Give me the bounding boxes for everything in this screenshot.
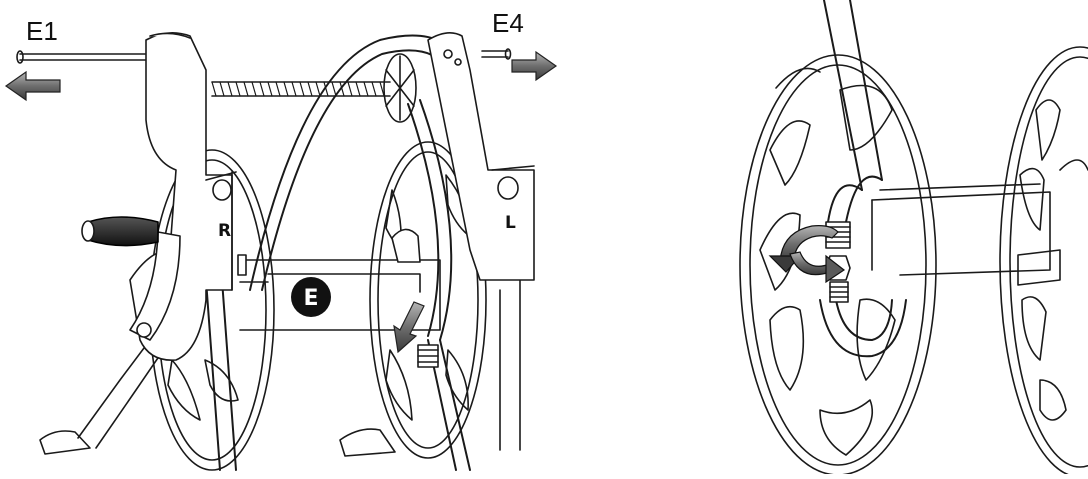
detail-wheel-right xyxy=(999,46,1088,478)
guide-spool xyxy=(383,53,417,123)
stand-legs xyxy=(39,279,521,457)
pull-arrow-right-icon xyxy=(511,50,558,82)
frame-left xyxy=(427,32,535,281)
hose-connector-left xyxy=(391,228,439,368)
left-panel xyxy=(16,32,535,471)
rotate-arrow-tighten-head-icon xyxy=(825,254,846,284)
rotate-arrow-tighten-icon xyxy=(789,251,831,276)
crank-handle xyxy=(81,216,181,341)
detail-axle xyxy=(871,183,1051,276)
step-badge-text: E xyxy=(303,286,318,311)
frame-left-letter: L xyxy=(505,213,516,233)
pin-e4 xyxy=(481,48,512,60)
step-badge: E xyxy=(291,277,331,317)
pull-arrow-left-icon xyxy=(4,70,61,102)
main-axle xyxy=(239,259,441,331)
hose xyxy=(205,34,471,471)
detail-hose xyxy=(819,0,907,358)
push-arrow-down-icon xyxy=(393,301,425,354)
label-pin-e1: E1 xyxy=(26,16,58,46)
threaded-rod xyxy=(211,81,391,97)
frame-right-letter: R xyxy=(218,221,231,241)
right-panel xyxy=(739,0,1088,478)
label-pin-e4: E4 xyxy=(492,8,524,38)
pin-e1 xyxy=(16,50,166,64)
